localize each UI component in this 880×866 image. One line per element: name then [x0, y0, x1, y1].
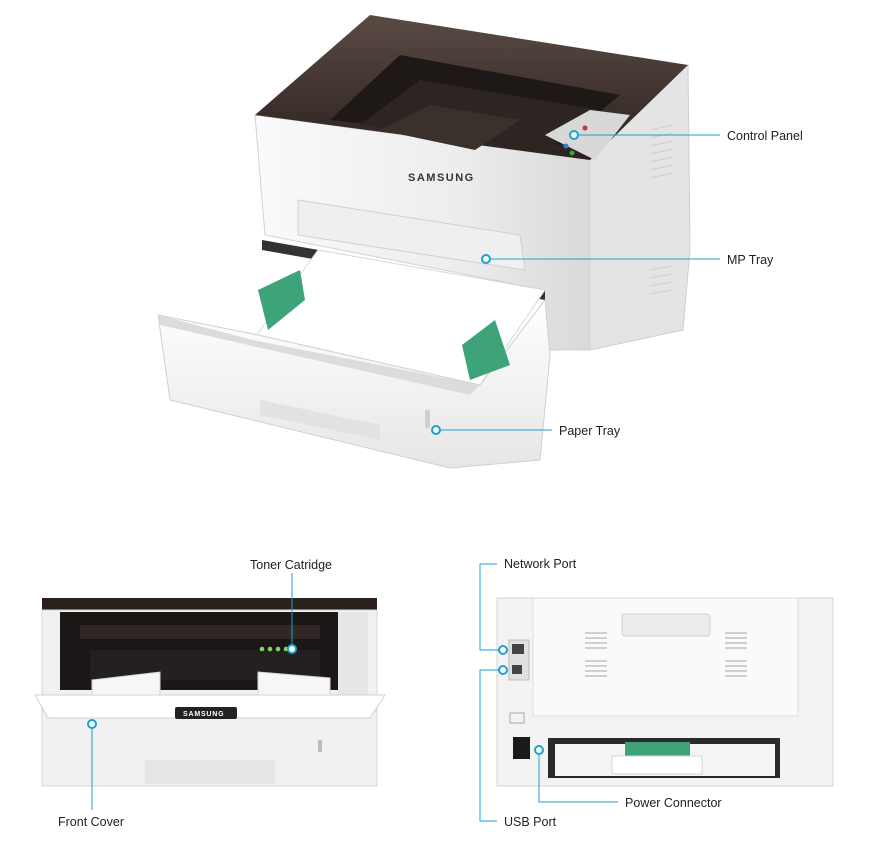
label-front-cover: Front Cover — [58, 815, 124, 829]
main-printer-view: SAMSUNG — [157, 15, 691, 469]
samsung-logo-front: SAMSUNG — [183, 711, 224, 718]
rear-view — [496, 597, 834, 787]
callout-paper-tray — [431, 425, 552, 435]
callout-network-port — [479, 563, 508, 655]
label-usb-port: USB Port — [504, 815, 557, 829]
label-network-port: Network Port — [504, 557, 577, 571]
label-power-connector: Power Connector — [625, 796, 722, 810]
callout-toner-cartridge — [287, 573, 297, 654]
samsung-logo: SAMSUNG — [408, 172, 475, 184]
callout-power-connector — [534, 745, 618, 803]
callout-control-panel — [569, 130, 720, 140]
paper-guide-right — [462, 320, 510, 380]
label-toner-cartridge: Toner Catridge — [250, 558, 332, 572]
paper-guide-left — [258, 270, 305, 330]
label-mp-tray: MP Tray — [727, 253, 774, 267]
callout-front-cover — [87, 719, 97, 810]
callout-usb-port — [479, 665, 508, 822]
front-open-view: SAMSUNG — [34, 598, 386, 787]
callout-mp-tray — [481, 254, 720, 264]
label-paper-tray: Paper Tray — [559, 424, 621, 438]
label-control-panel: Control Panel — [727, 129, 803, 143]
